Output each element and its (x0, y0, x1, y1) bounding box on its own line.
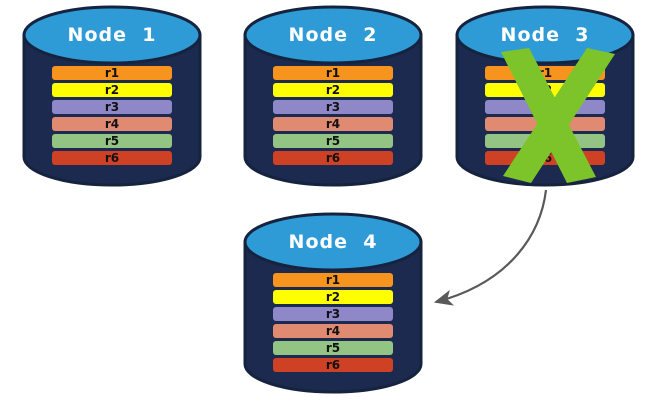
replica-r1[interactable]: r1 (52, 66, 172, 80)
replica-r2[interactable]: r2 (273, 290, 393, 304)
replica-r4[interactable]: r4 (273, 324, 393, 338)
node-1-replica-list: r1 r2 r3 r4 r5 r6 (52, 66, 172, 168)
replica-r2[interactable]: r2 (273, 83, 393, 97)
node-1[interactable]: Node 1 r1 r2 r3 r4 r5 r6 (22, 5, 202, 187)
replica-r1[interactable]: r1 (273, 273, 393, 287)
replica-r1[interactable]: r1 (273, 66, 393, 80)
replica-r3[interactable]: r3 (52, 100, 172, 114)
replica-r6[interactable]: r6 (273, 358, 393, 372)
replica-r2[interactable]: r2 (52, 83, 172, 97)
replica-r6[interactable]: r6 (52, 151, 172, 165)
replica-r3[interactable]: r3 (273, 100, 393, 114)
node-4-replica-list: r1 r2 r3 r4 r5 r6 (273, 273, 393, 375)
replica-r6[interactable]: r6 (273, 151, 393, 165)
replica-r5[interactable]: r5 (52, 134, 172, 148)
replica-r5[interactable]: r5 (273, 341, 393, 355)
replica-r4[interactable]: r4 (52, 117, 172, 131)
replica-r4[interactable]: r4 (273, 117, 393, 131)
node-2[interactable]: Node 2 r1 r2 r3 r4 r5 r6 (243, 5, 423, 187)
node-2-replica-list: r1 r2 r3 r4 r5 r6 (273, 66, 393, 168)
replica-r5[interactable]: r5 (273, 134, 393, 148)
replica-r3[interactable]: r3 (273, 307, 393, 321)
